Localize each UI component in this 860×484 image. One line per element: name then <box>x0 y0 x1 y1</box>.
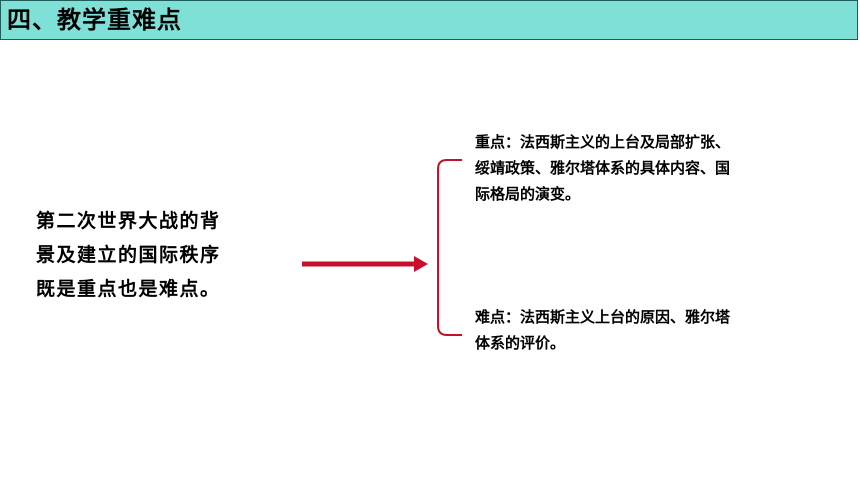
main-statement-line-1: 第二次世界大战的背 <box>36 210 221 232</box>
difficult-points-line-2: 体系的评价。 <box>475 334 566 352</box>
main-statement-line-2: 景及建立的国际秩序 <box>36 244 221 266</box>
title-bar: 四、教学重难点 <box>0 0 858 40</box>
main-statement: 第二次世界大战的背 景及建立的国际秩序 既是重点也是难点。 <box>36 204 286 306</box>
key-points-line-1: 重点：法西斯主义的上台及局部扩张、 <box>475 133 731 151</box>
key-points-line-2: 绥靖政策、雅尔塔体系的具体内容、国 <box>475 159 731 177</box>
main-statement-line-3: 既是重点也是难点。 <box>36 278 221 300</box>
key-points-line-3: 际格局的演变。 <box>475 185 581 203</box>
key-points-text: 重点：法西斯主义的上台及局部扩张、 绥靖政策、雅尔塔体系的具体内容、国 际格局的… <box>475 129 850 207</box>
right-arrow-icon <box>302 256 428 272</box>
difficult-points-text: 难点：法西斯主义上台的原因、雅尔塔 体系的评价。 <box>475 304 850 356</box>
bracket-icon <box>437 159 462 336</box>
difficult-points-line-1: 难点：法西斯主义上台的原因、雅尔塔 <box>475 308 731 326</box>
page-title: 四、教学重难点 <box>7 6 182 34</box>
